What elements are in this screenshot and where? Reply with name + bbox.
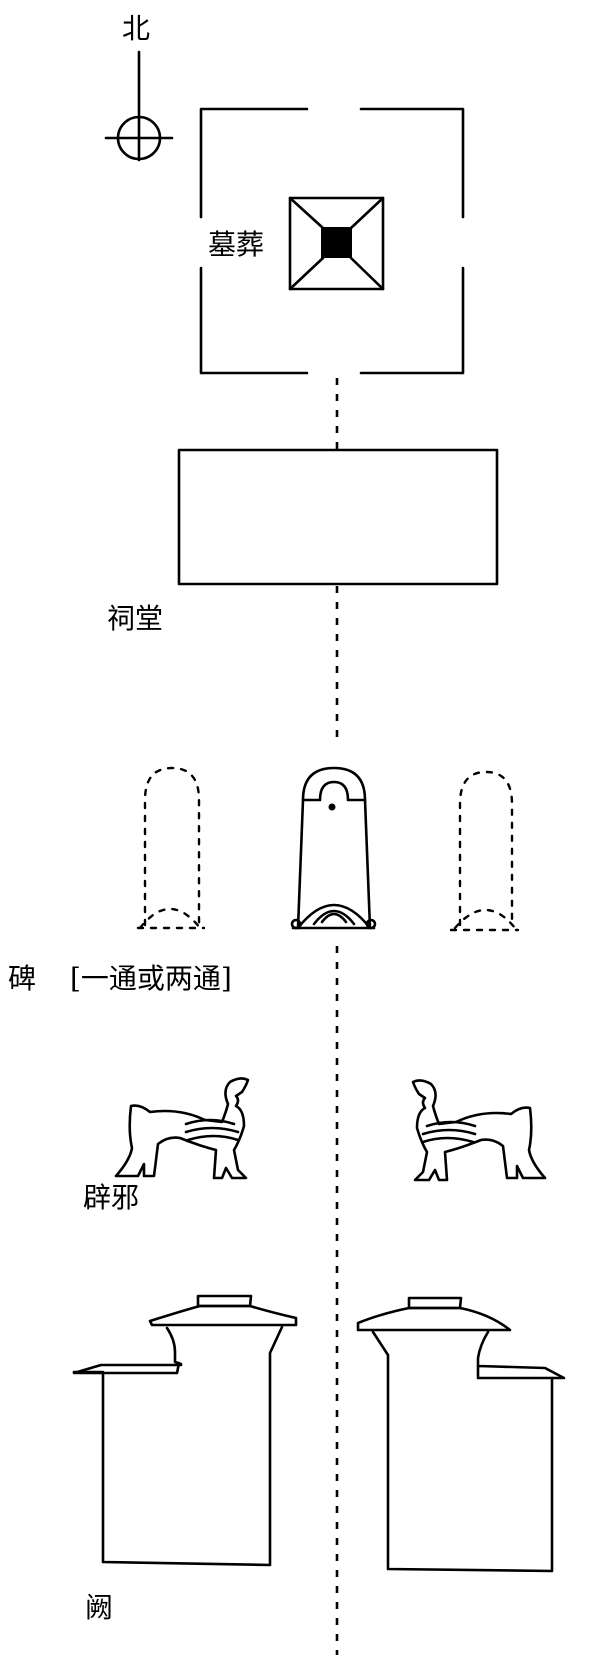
north-compass-icon: 北 — [104, 12, 174, 162]
stele-left-dashed-icon — [136, 766, 206, 930]
tomb-icon — [288, 196, 385, 291]
tomb-label: 墓葬 — [208, 228, 264, 261]
bixie-right-icon — [411, 1079, 547, 1182]
bixie-label: 辟邪 — [83, 1181, 139, 1214]
shrine-hall-icon — [177, 448, 499, 586]
stele-note: [一通或两通] — [70, 962, 232, 995]
shrine-label: 祠堂 — [107, 602, 163, 635]
que-right-icon — [356, 1296, 566, 1573]
north-label: 北 — [122, 12, 150, 45]
stele-right-dashed-icon — [449, 770, 520, 932]
que-label: 阙 — [85, 1591, 113, 1624]
stele-center-icon — [290, 766, 377, 930]
bixie-left-icon — [114, 1077, 250, 1180]
tomb-enclosure — [199, 107, 465, 375]
stele-label: 碑 — [8, 962, 36, 995]
que-left-icon — [72, 1294, 298, 1567]
